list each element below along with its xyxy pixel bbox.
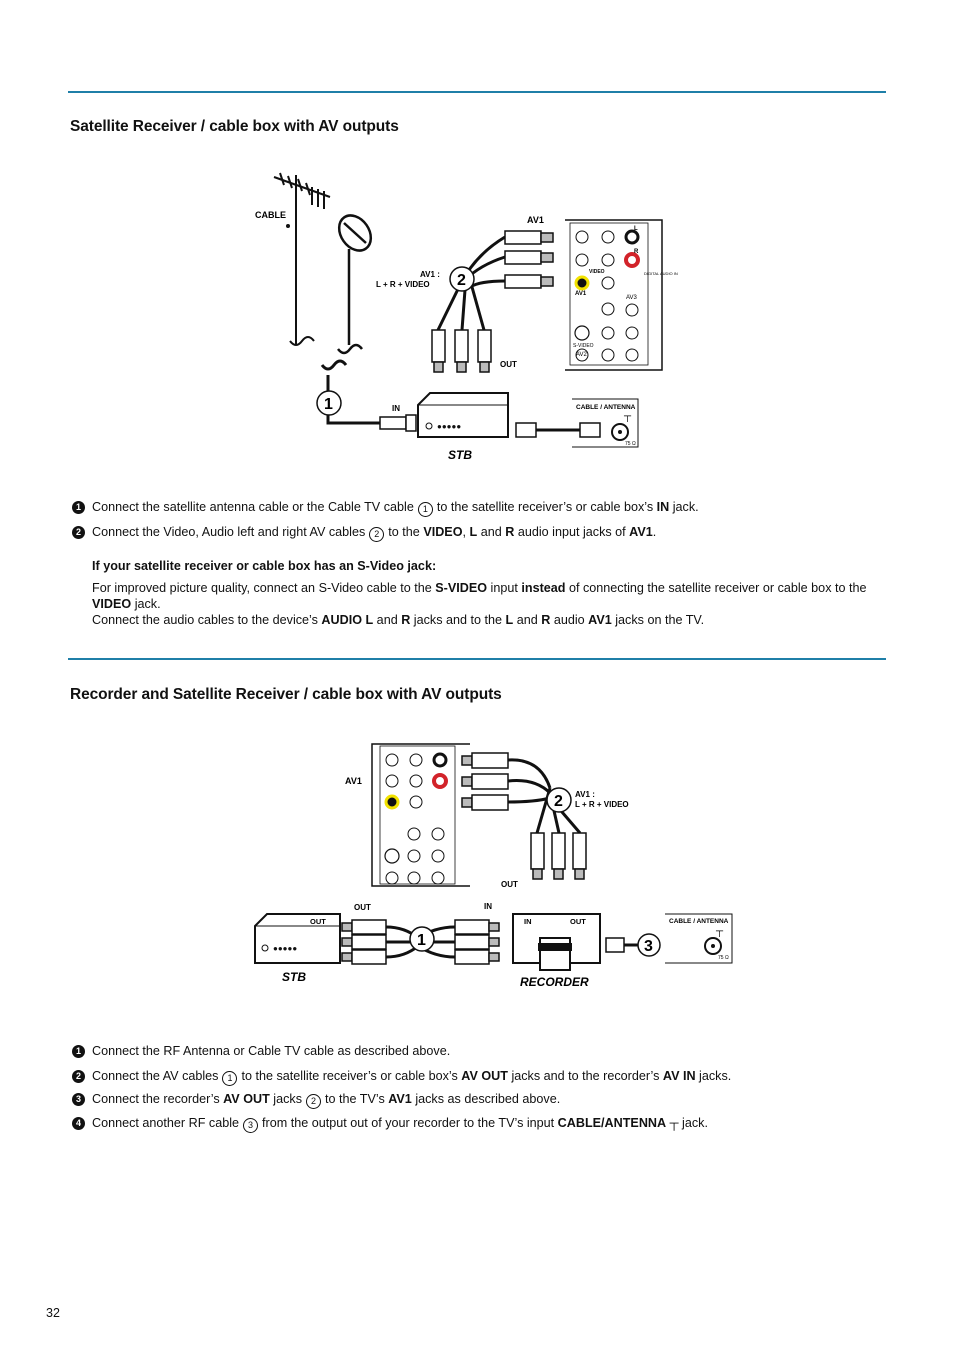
section-title: Recorder and Satellite Receiver / cable … [70,686,502,703]
av-plugs-stb [341,919,387,965]
av1-connect-label: AV1 : [575,790,595,799]
page-number: 32 [46,1306,60,1320]
callout-3: 3 [644,938,653,955]
svg-text:AV3: AV3 [626,295,638,301]
ohm-label: 75 Ω [625,441,636,447]
audio-text: Connect the audio cables to the device’s… [92,613,705,627]
svg-text:●●●●●: ●●●●● [273,944,297,953]
section-divider [68,91,886,93]
in-label: IN [392,404,400,413]
step-1: Connect the satellite antenna cable or t… [92,499,699,517]
cable-label: CABLE [255,210,286,220]
svideo-text: For improved picture quality, connect an… [92,581,867,611]
diagram-satellite-receiver: CABLE 1 IN ●●●●● STB CABLE / ANTENNA ┬ 7… [255,172,678,462]
av1-label: AV1 [527,215,544,225]
step-1: Connect the RF Antenna or Cable TV cable… [92,1044,451,1058]
rec-in-label: IN [524,917,532,926]
av-plugs-recorder [530,832,587,880]
svg-text:AV2: AV2 [576,352,588,358]
av1-connect-label: AV1 : [420,270,440,279]
step-bullet-4: 4 [72,1117,85,1130]
stb-label: STB [448,448,472,462]
av1-connect-sub: L + R + VIDEO [376,280,430,289]
av-plugs-top [504,230,554,289]
stb-out-label: OUT [310,917,326,926]
out-label: OUT [500,360,517,369]
section-divider [68,658,886,660]
diagram-recorder-satellite: AV1 2 AV1 : L + R + VIDEO OUT ●●●●● OUT … [254,743,733,989]
callout-2: 2 [457,272,466,289]
stb-label: STB [282,970,306,984]
step-bullet-2: 2 [72,1070,85,1083]
av1-connect-sub: L + R + VIDEO [575,800,629,809]
av1-label: AV1 [345,776,362,786]
svg-text:L: L [634,226,638,232]
step-bullet-2: 2 [72,526,85,539]
callout-1: 1 [324,396,333,413]
av-plugs-bottom [431,329,492,373]
svg-text:R: R [634,249,639,255]
recorder-device [512,913,601,971]
antenna-symbol-icon: ┬ [715,926,724,937]
satellite-dish-icon [337,214,373,355]
step-bullet-1: 1 [72,1045,85,1058]
svideo-heading: If your satellite receiver or cable box … [92,559,437,573]
svg-text:●●●●●: ●●●●● [437,422,461,431]
recorder-label: RECORDER [520,975,589,989]
antenna-symbol-icon: ┬ [669,1116,679,1130]
set-top-box: ●●●●● [254,913,341,964]
section-title: Satellite Receiver / cable box with AV o… [70,118,399,135]
in-label: IN [484,902,492,911]
svg-text:S-VIDEO: S-VIDEO [573,343,594,349]
step-2: Connect the Video, Audio left and right … [92,524,656,542]
out-label-2: OUT [354,903,371,912]
callout-2: 2 [554,793,563,810]
svg-text:VIDEO: VIDEO [589,269,605,275]
callout-1: 1 [417,932,426,949]
cable-antenna-label: CABLE / ANTENNA [576,404,636,411]
out-label: OUT [501,880,518,889]
svg-text:AV1: AV1 [575,291,587,297]
tv-antenna-icon [273,172,331,346]
ohm-label: 75 Ω [718,955,729,961]
set-top-box: ●●●●● [417,392,509,438]
tv-connector-panel [371,743,470,887]
tv-connector-panel: L R VIDEO AV1 S-VIDEO AV2 AV3 DIGITAL AU… [565,219,678,371]
cable-antenna-label: CABLE / ANTENNA [669,918,729,925]
step-bullet-3: 3 [72,1093,85,1106]
av-plugs-rec-in [454,919,500,965]
antenna-symbol-icon: ┬ [623,411,632,422]
rec-out-label: OUT [570,917,586,926]
step-bullet-1: 1 [72,501,85,514]
av-plugs-tv [461,752,509,811]
svg-text:DIGITAL AUDIO IN: DIGITAL AUDIO IN [644,271,678,276]
